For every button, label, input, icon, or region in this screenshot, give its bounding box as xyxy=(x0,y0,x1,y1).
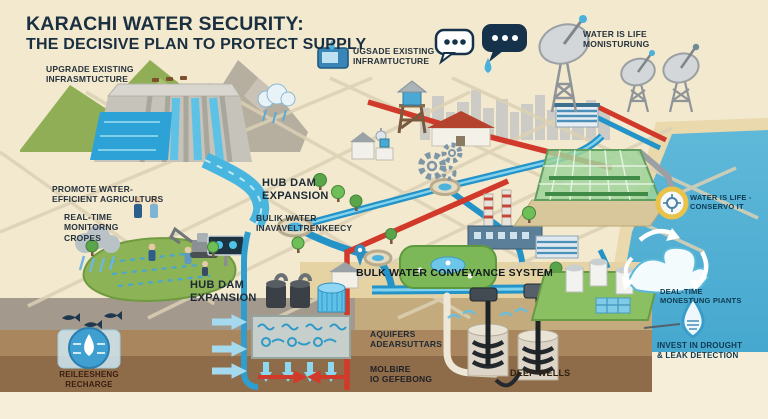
label-hub-dam-lower: HUB DAM EXPANSION xyxy=(190,279,257,305)
workers xyxy=(134,196,158,218)
page-title: KARACHI WATER SECURITY: xyxy=(26,13,304,35)
water-drop-icon xyxy=(484,58,492,73)
label-recharge-mid: MOLBIRE IO GEFEBONG xyxy=(370,364,433,385)
red-roof-house xyxy=(427,111,495,147)
page-subtitle: THE DECISIVE PLAN TO PROTECT SUPPLY xyxy=(26,36,367,53)
water-tower xyxy=(396,80,428,134)
map-pin-icon xyxy=(354,244,366,266)
wave-recycle-icon xyxy=(622,228,710,294)
roundabouts xyxy=(276,178,461,267)
rain-cloud-small-icon xyxy=(257,83,296,124)
satellite-dish-icon-2 xyxy=(620,50,656,113)
bottom-cream-band xyxy=(0,392,768,419)
aquifer-box xyxy=(251,315,351,359)
camels-icon xyxy=(152,76,187,82)
recharge-badge-icon xyxy=(57,327,121,369)
city-park xyxy=(399,245,497,289)
label-aquifers: AQUIFERS ADEARSUTTARS xyxy=(370,329,443,350)
droplet-badge-icon xyxy=(643,295,705,339)
label-conserve: WATER IS LIFE - CONSERVO IT xyxy=(690,193,752,212)
farmer-figures xyxy=(148,243,208,276)
conserve-badge-icon xyxy=(655,186,689,220)
label-upgrade-existing-left: UPGRADE EXISTING INFRASMTUCTURE xyxy=(46,64,134,85)
speech-bubble-icon xyxy=(434,24,527,65)
label-resilience-recharge: REILEESHENG RECHARGE xyxy=(59,370,119,389)
label-realtime-plants: DEAL-TIME MONESTUNG PIANTS xyxy=(660,287,742,306)
factory-smokestacks xyxy=(467,189,543,250)
blue-striped-building xyxy=(554,103,600,128)
label-upgrade-existing-center: UGSADE EXISTING INFRAMTUCTURE xyxy=(353,46,435,67)
device-icon xyxy=(317,40,349,69)
bottom-cream-right xyxy=(652,352,768,392)
label-hub-dam-upper: HUB DAM EXPANSION xyxy=(262,177,329,203)
satellite-dish-icon-3 xyxy=(662,43,700,113)
label-bulk-conveyance: BULK WATER CONVEYANCE SYSTEM xyxy=(356,267,553,279)
plant-tanks xyxy=(565,258,634,295)
storage-tanks xyxy=(266,273,346,313)
label-water-monitoring: WATER IS LIFE MONISTURUNG xyxy=(583,29,650,50)
satellite-dish-icon xyxy=(538,15,590,113)
gears-icon xyxy=(418,142,463,181)
label-realtime-crops: REAL-TIME MONITORNG CROPES xyxy=(64,212,119,243)
mosque-buildings xyxy=(350,128,394,161)
label-promote-agriculture: PROMOTE WATER- EFFICIENT AGRICULTURS xyxy=(52,184,164,205)
label-deep-wells: DEEP WELLS xyxy=(510,368,571,378)
greenhouse xyxy=(513,149,669,227)
dam xyxy=(90,76,270,229)
trees xyxy=(85,173,563,278)
infiltration-arrows xyxy=(212,314,248,379)
recharge-red-arrows xyxy=(258,370,344,384)
label-bulk-water-small: BULIK WATER INAVAVELTRENKEECY xyxy=(256,213,353,234)
fish-icon xyxy=(62,311,122,329)
label-invest-drought: INVEST IN DROUGHT & LEAK DETECTION xyxy=(657,341,743,360)
rain-cloud-icon xyxy=(75,225,120,273)
